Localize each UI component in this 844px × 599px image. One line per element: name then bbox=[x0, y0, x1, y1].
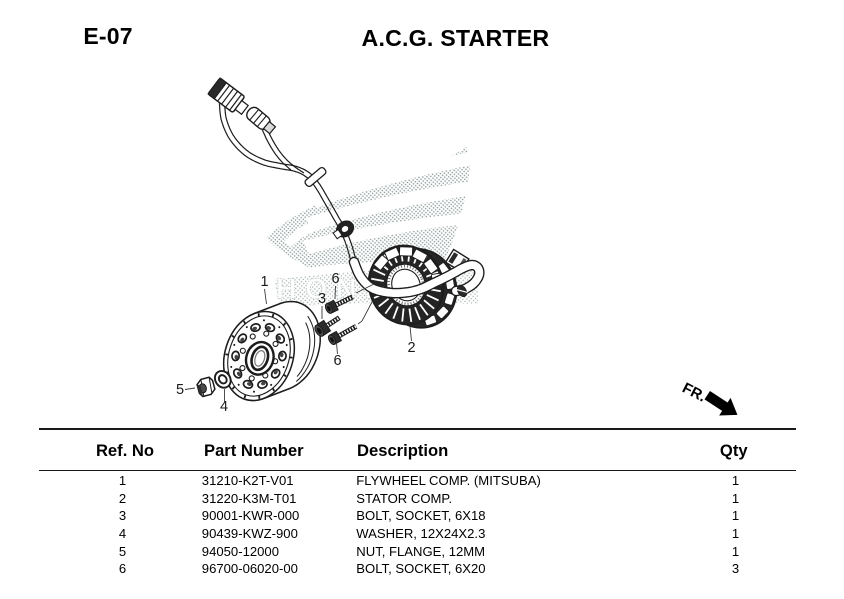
svg-text:5: 5 bbox=[176, 382, 184, 398]
svg-text:3: 3 bbox=[318, 291, 326, 307]
svg-text:FR.: FR. bbox=[679, 380, 708, 406]
svg-text:2: 2 bbox=[407, 340, 415, 356]
svg-text:6: 6 bbox=[331, 271, 339, 287]
svg-text:1: 1 bbox=[260, 274, 268, 290]
svg-text:6: 6 bbox=[333, 353, 341, 369]
svg-text:4: 4 bbox=[220, 399, 228, 415]
